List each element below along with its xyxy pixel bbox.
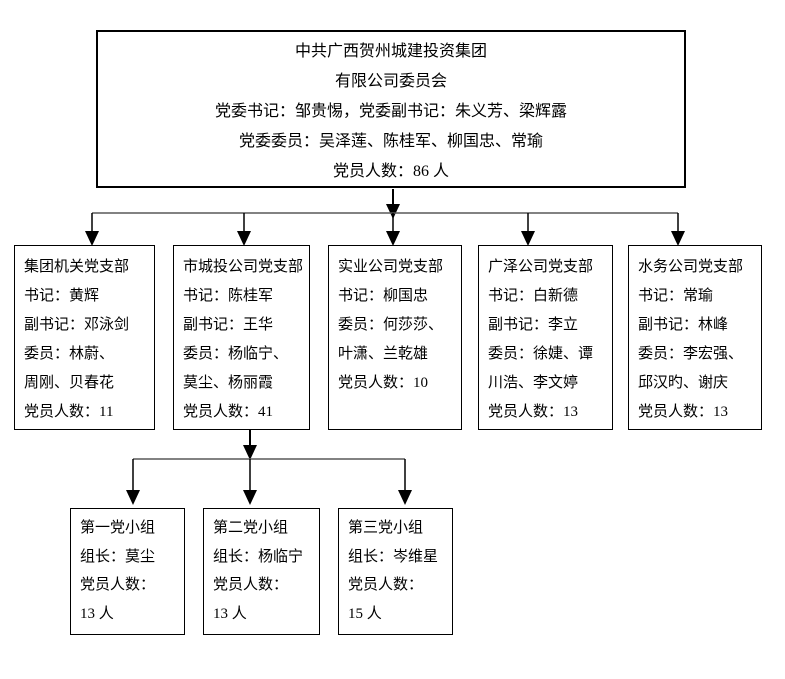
text-line: 党员人数：86 人	[332, 163, 449, 180]
text-line: 党员人数：41	[183, 404, 274, 420]
text-line: 委员：林蔚、	[24, 346, 115, 362]
text-line: 党员人数：13	[638, 404, 729, 420]
text-line: 委员：何莎莎、	[338, 317, 444, 333]
text-line: 书记：常瑜	[638, 288, 714, 304]
text-line: 周刚、贝春花	[24, 375, 115, 391]
text-line: 实业公司党支部	[338, 259, 444, 275]
text-line: 党员人数：11	[24, 404, 114, 420]
text-line: 党员人数：	[348, 577, 424, 593]
text-line: 副书记：林峰	[638, 317, 729, 333]
text-line: 广泽公司党支部	[488, 259, 594, 275]
branch-box-industrial: 实业公司党支部书记：柳国忠委员：何莎莎、叶潇、兰乾雄党员人数：10	[328, 245, 462, 430]
text-line: 13 人	[213, 605, 247, 622]
text-line: 13 人	[80, 605, 114, 622]
text-line: 中共广西贺州城建投资集团	[294, 43, 487, 60]
text-line: 组长：杨临宁	[213, 548, 304, 565]
text-line: 党委委员：吴泽莲、陈桂军、柳国忠、常瑜	[238, 133, 543, 150]
branch-box-city-investment: 市城投公司党支部书记：陈桂军副书记：王华委员：杨临宁、莫尘、杨丽霞党员人数：41	[173, 245, 310, 430]
text-line: 书记：陈桂军	[183, 288, 274, 304]
text-line: 副书记：邓泳剑	[24, 317, 130, 333]
text-line: 党员人数：	[80, 577, 156, 593]
branch-box-water: 水务公司党支部书记：常瑜副书记：林峰委员：李宏强、邱汉旳、谢庆党员人数：13	[628, 245, 762, 430]
text-line: 组长：莫尘	[80, 548, 156, 565]
arrowhead	[85, 231, 99, 246]
arrowhead	[386, 231, 400, 246]
text-line: 书记：柳国忠	[338, 288, 429, 304]
arrowhead	[243, 445, 257, 460]
text-line: 委员：杨临宁、	[183, 346, 289, 362]
party-committee-box: 中共广西贺州城建投资集团有限公司委员会党委书记：邹贵惕，党委副书记：朱义芳、梁辉…	[96, 30, 686, 188]
arrowhead	[243, 490, 257, 505]
text-line: 书记：白新德	[488, 288, 579, 304]
text-line: 副书记：李立	[488, 317, 579, 333]
text-line: 莫尘、杨丽霞	[183, 375, 274, 391]
text-line: 党员人数：	[213, 577, 289, 593]
arrowhead	[237, 231, 251, 246]
text-line: 组长：岑维星	[348, 548, 439, 565]
text-line: 第一党小组	[80, 520, 156, 536]
group-box-first: 第一党小组组长：莫尘党员人数： 13 人	[70, 508, 185, 635]
group-box-second: 第二党小组组长：杨临宁党员人数： 13 人	[203, 508, 320, 635]
arrowhead	[671, 231, 685, 246]
text-line: 川浩、李文婷	[488, 375, 579, 391]
text-line: 副书记：王华	[183, 317, 274, 333]
text-line: 有限公司委员会	[334, 73, 447, 90]
arrowhead	[521, 231, 535, 246]
text-line: 第二党小组	[213, 520, 289, 536]
text-line: 15 人	[348, 605, 382, 622]
text-line: 党员人数：10	[338, 375, 429, 391]
text-line: 委员：李宏强、	[638, 346, 744, 362]
text-line: 水务公司党支部	[638, 259, 744, 275]
text-line: 叶潇、兰乾雄	[338, 346, 429, 362]
text-line: 第三党小组	[348, 520, 424, 536]
text-line: 书记：黄辉	[24, 288, 100, 304]
text-line: 党委书记：邹贵惕，党委副书记：朱义芳、梁辉露	[214, 103, 567, 120]
text-line: 集团机关党支部	[24, 259, 130, 275]
text-line: 委员：徐婕、谭	[488, 346, 594, 362]
arrowhead	[398, 490, 412, 505]
branch-box-group-organ: 集团机关党支部书记：黄辉副书记：邓泳剑委员：林蔚、周刚、贝春花党员人数：11	[14, 245, 155, 430]
text-line: 市城投公司党支部	[183, 259, 304, 275]
arrowhead	[126, 490, 140, 505]
arrowhead	[386, 204, 400, 219]
branch-box-guangze: 广泽公司党支部书记：白新德副书记：李立委员：徐婕、谭川浩、李文婷党员人数：13	[478, 245, 613, 430]
text-line: 邱汉旳、谢庆	[638, 375, 729, 391]
text-line: 党员人数：13	[488, 404, 579, 420]
group-box-third: 第三党小组组长：岑维星党员人数： 15 人	[338, 508, 453, 635]
